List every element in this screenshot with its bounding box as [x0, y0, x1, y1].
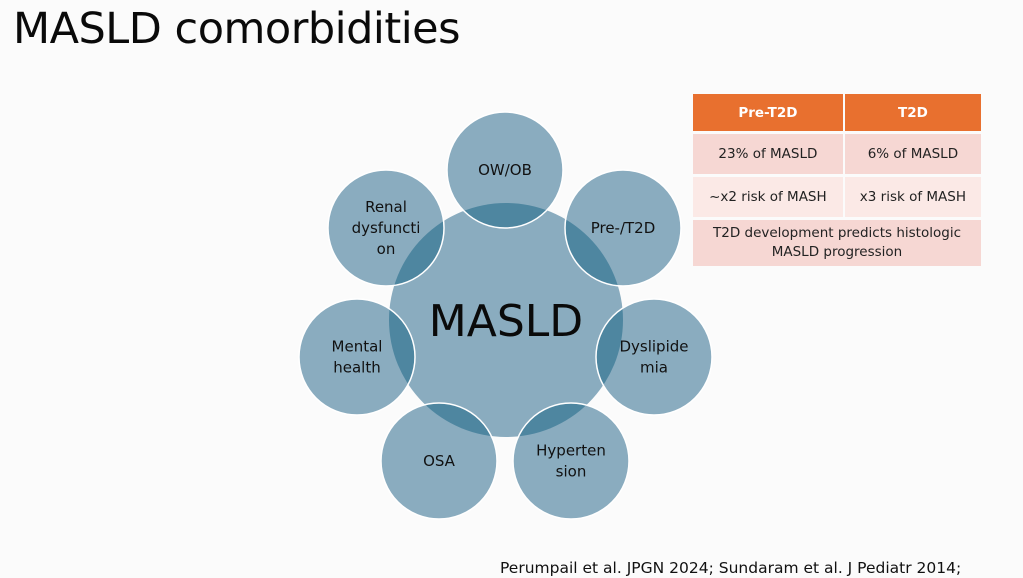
satellite-label: OSA: [423, 452, 456, 470]
satellite-circle: [299, 299, 415, 415]
satellite-outline: [564, 169, 682, 287]
table-cell: 6% of MASLD: [842, 134, 981, 174]
t2d-info-table: Pre-T2D T2D 23% of MASLD 6% of MASLD ~x2…: [693, 91, 981, 269]
satellite-circle: [447, 112, 563, 228]
satellite-label: Dyslipide mia: [619, 338, 688, 377]
satellite-label-line: Renal: [365, 198, 407, 216]
satellite-label-line: sion: [556, 463, 587, 481]
table-row: ~x2 risk of MASH x3 risk of MASH: [693, 177, 981, 217]
satellite-label-line: Hyperten: [536, 442, 606, 460]
satellite-circle: [596, 299, 712, 415]
satellite-circle: [513, 403, 629, 519]
table-row: T2D development predicts histologic MASL…: [693, 220, 981, 266]
satellite-label-line: on: [377, 240, 396, 258]
satellite-label: Pre-/T2D: [591, 219, 656, 237]
slide-title: MASLD comorbidities: [13, 4, 461, 54]
satellite-label: Hyperten sion: [536, 442, 606, 481]
satellite-label-line: health: [333, 359, 380, 377]
header-pre-t2d: Pre-T2D: [693, 94, 843, 131]
satellite-outline: [595, 298, 713, 416]
satellite-circle: [381, 403, 497, 519]
satellite-label-line: Dyslipide: [619, 338, 688, 356]
overlap-region: [389, 203, 444, 286]
satellite-label: Mental health: [332, 338, 383, 377]
center-circle: [389, 203, 623, 437]
table-cell: ~x2 risk of MASH: [693, 177, 843, 217]
merged-line: MASLD progression: [771, 244, 903, 260]
satellite-outline: [446, 111, 564, 229]
satellite-outline: [298, 298, 416, 416]
satellite-label: Renal dysfuncti on: [352, 198, 421, 258]
satellite-label-line: mia: [640, 359, 668, 377]
table-row: 23% of MASLD 6% of MASLD: [693, 134, 981, 174]
satellite-outline: [327, 169, 445, 287]
header-t2d: T2D: [842, 94, 981, 131]
satellite-label-line: OW/OB: [478, 161, 532, 179]
citation: Perumpail et al. JPGN 2024; Sundaram et …: [500, 559, 962, 577]
satellite-label-line: Mental: [332, 338, 383, 356]
satellite-label-line: OSA: [423, 452, 456, 470]
merged-cell: T2D development predicts histologic MASL…: [693, 220, 981, 266]
table-cell: x3 risk of MASH: [842, 177, 981, 217]
satellite-label-line: Pre-/T2D: [591, 219, 656, 237]
satellite-label-line: dysfuncti: [352, 219, 421, 237]
satellite-outline: [380, 402, 498, 520]
table-cell: 23% of MASLD: [693, 134, 843, 174]
center-label: MASLD: [429, 296, 583, 347]
satellite-outline: [512, 402, 630, 520]
merged-line: T2D development predicts histologic: [712, 225, 961, 241]
overlap-region: [565, 203, 623, 286]
satellite-label: OW/OB: [478, 161, 532, 179]
